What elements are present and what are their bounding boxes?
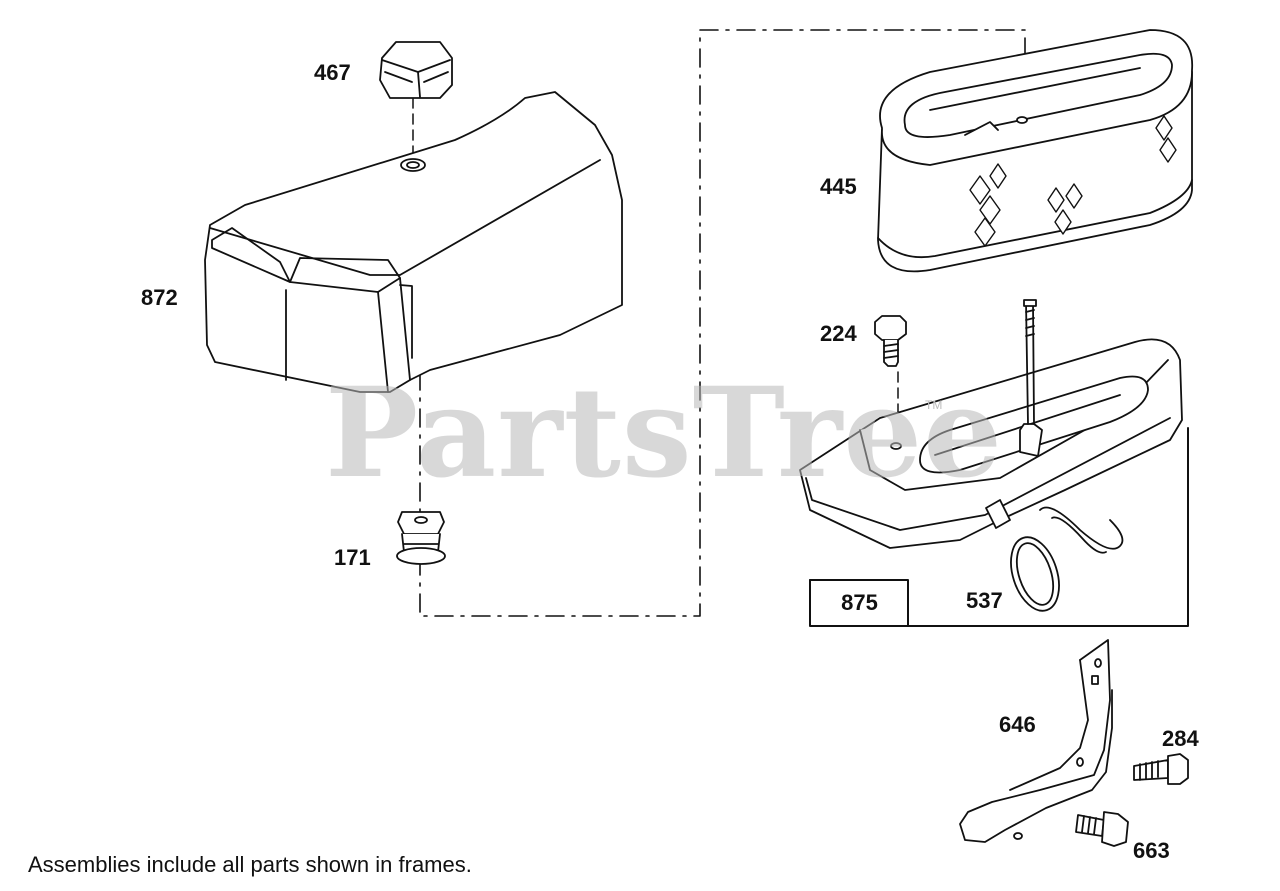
connector-lines (419, 29, 1026, 617)
o-ring-537 (1010, 536, 1060, 612)
part-label-663[interactable]: 663 (1133, 838, 1170, 863)
bolt-224 (874, 315, 907, 367)
watermark-trademark: TM (925, 398, 943, 412)
part-label-445[interactable]: 445 (820, 174, 857, 199)
part-label-224[interactable]: 224 (820, 321, 857, 346)
air-cleaner-cover-872 (204, 91, 623, 393)
part-label-284[interactable]: 284 (1162, 726, 1199, 751)
part-label-171[interactable]: 171 (334, 545, 371, 570)
grommet-171 (396, 511, 446, 565)
screw-284 (1133, 753, 1189, 785)
frame-label-875[interactable]: 875 (841, 590, 878, 615)
bracket-646 (959, 639, 1113, 843)
air-cleaner-base (799, 299, 1183, 554)
bolt-663 (1075, 811, 1129, 847)
watermark: PartsTree (325, 361, 1004, 506)
assembly-frame-875 (809, 427, 1189, 627)
part-label-646[interactable]: 646 (999, 712, 1036, 737)
part-label-872[interactable]: 872 (141, 285, 178, 310)
footnote: Assemblies include all parts shown in fr… (28, 852, 472, 877)
air-filter-element-445 (877, 29, 1193, 273)
part-label-537[interactable]: 537 (966, 588, 1003, 613)
knob-467 (379, 41, 453, 99)
part-label-467[interactable]: 467 (314, 60, 351, 85)
